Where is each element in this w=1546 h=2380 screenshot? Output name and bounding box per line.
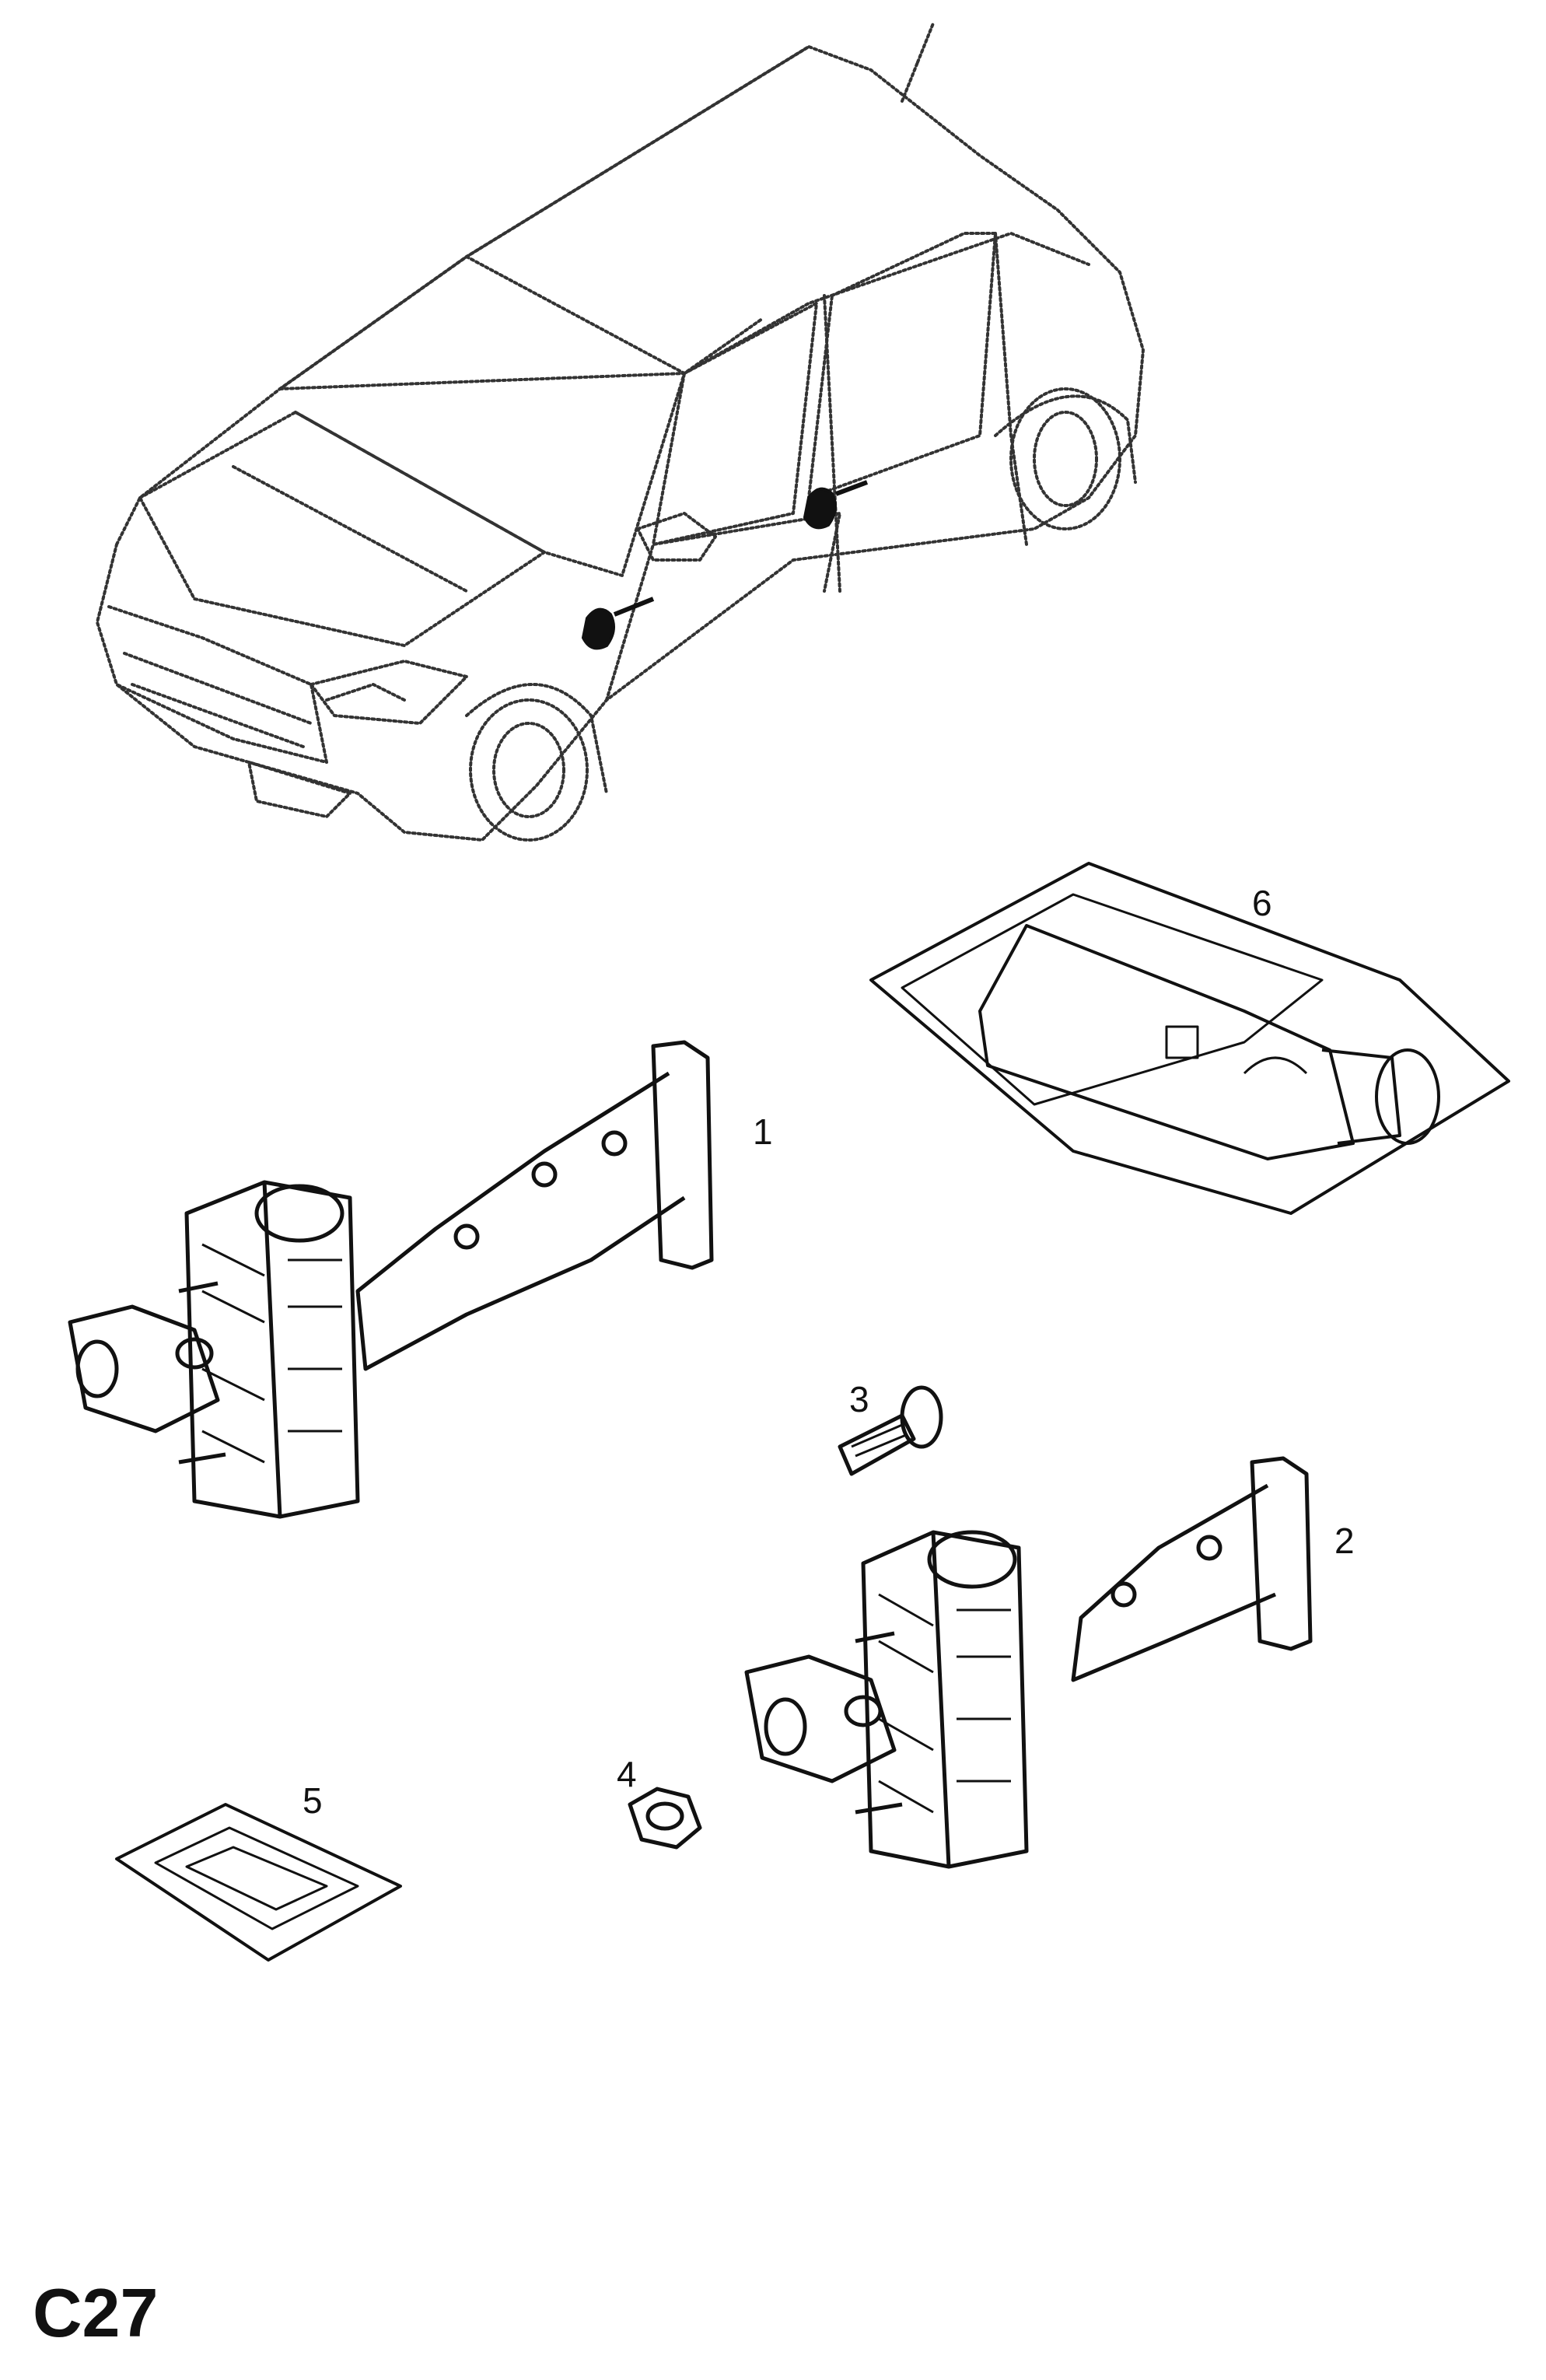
bolt-icon — [838, 1385, 943, 1476]
callout-6: 6 — [1252, 883, 1272, 923]
door-check-strap-icon — [744, 1456, 1313, 1869]
door-check-strap-icon — [68, 1040, 714, 1519]
sachet-icon — [115, 1803, 402, 1962]
nut-icon — [628, 1787, 702, 1850]
grease-tube-icon — [869, 862, 1510, 1215]
strap-location-marks — [581, 480, 869, 650]
callout-5: 5 — [303, 1780, 323, 1821]
car-outline-icon — [96, 22, 1145, 842]
callout-4: 4 — [617, 1754, 637, 1794]
callout-2: 2 — [1334, 1521, 1355, 1561]
callout-3: 3 — [849, 1379, 869, 1419]
callout-1: 1 — [753, 1111, 773, 1152]
page-code: C27 — [33, 2274, 159, 2351]
